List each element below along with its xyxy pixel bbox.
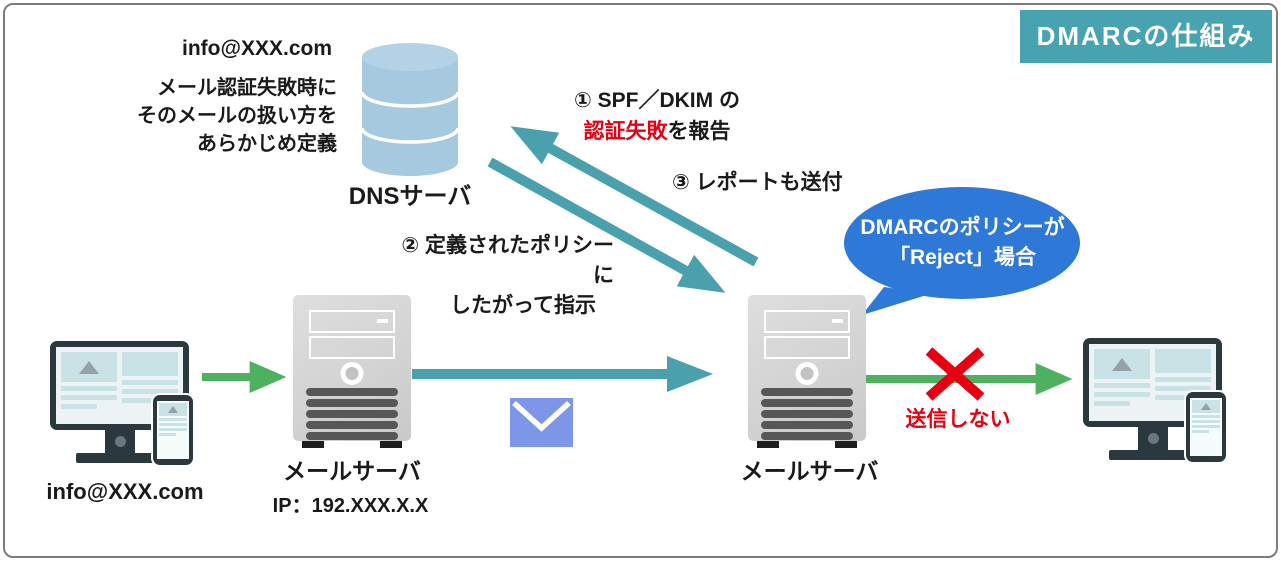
monitor-base [1109, 450, 1199, 460]
drive-bay [309, 336, 395, 359]
arrow-instruct-to-server [487, 157, 726, 293]
speech-bubble [844, 187, 1080, 315]
image-placeholder [61, 352, 117, 382]
drive-bay [764, 310, 850, 333]
power-button [795, 362, 819, 385]
diagram-frame [3, 3, 1278, 558]
step1-label: ① SPF／DKIM の 認証失敗を報告 [574, 89, 740, 143]
smartphone-icon [153, 395, 193, 465]
sender-email-label: info@XXX.com [46, 479, 204, 504]
dns-policy-note: メール認証失敗時に そのメールの扱い方を あらかじめ定義 [137, 77, 337, 155]
monitor-screen [56, 347, 183, 424]
monitor-icon [50, 341, 189, 430]
envelope-icon [510, 398, 573, 447]
mountain-icon [79, 360, 99, 374]
speech-bubble-tail [862, 287, 930, 315]
blocked-send-label: 送信しない [905, 408, 1011, 431]
mountain-icon [168, 406, 178, 413]
sender-devices-icon [50, 341, 196, 467]
drive-bay [309, 310, 395, 333]
mail-server-1-ip: IP：192.XXX.X.X [272, 495, 429, 517]
monitor-stand [105, 430, 135, 453]
drive-bay [764, 336, 850, 359]
database-cylinder-icon [362, 57, 458, 176]
mail-server-2-label: メールサーバ [740, 458, 879, 484]
smartphone-icon [1186, 392, 1226, 462]
dns-server-icon [360, 43, 460, 176]
diagram-title: DMARCの仕組み [1020, 10, 1272, 63]
receiver-devices-icon [1083, 338, 1229, 464]
mail-server-2-icon [748, 295, 866, 449]
monitor-stand [1138, 427, 1168, 450]
mail-server-1-icon [293, 295, 411, 449]
vent-slats [306, 388, 398, 440]
image-placeholder [1094, 349, 1150, 379]
monitor-base [76, 453, 166, 463]
speech-bubble-text: DMARCのポリシーが 「Reject」場合 [860, 216, 1065, 269]
power-button [340, 362, 364, 385]
arrow-report-to-dns [510, 126, 759, 267]
mountain-icon [1201, 403, 1211, 410]
mountain-icon [1112, 357, 1132, 371]
red-x-icon [925, 347, 985, 401]
step1-auth-failure-text: 認証失敗 [583, 120, 668, 143]
speech-bubble-body [844, 187, 1080, 299]
dns-domain-email-label: info@XXX.com [182, 37, 332, 60]
step3-label: ③ レポートも送付 [672, 171, 843, 194]
step2-label: ② 定義されたポリシーに したがって指示 [401, 234, 614, 317]
vent-slats [761, 388, 853, 440]
mail-server-1-label: メールサーバ [283, 458, 421, 484]
dns-server-label: DNSサーバ [348, 183, 472, 210]
